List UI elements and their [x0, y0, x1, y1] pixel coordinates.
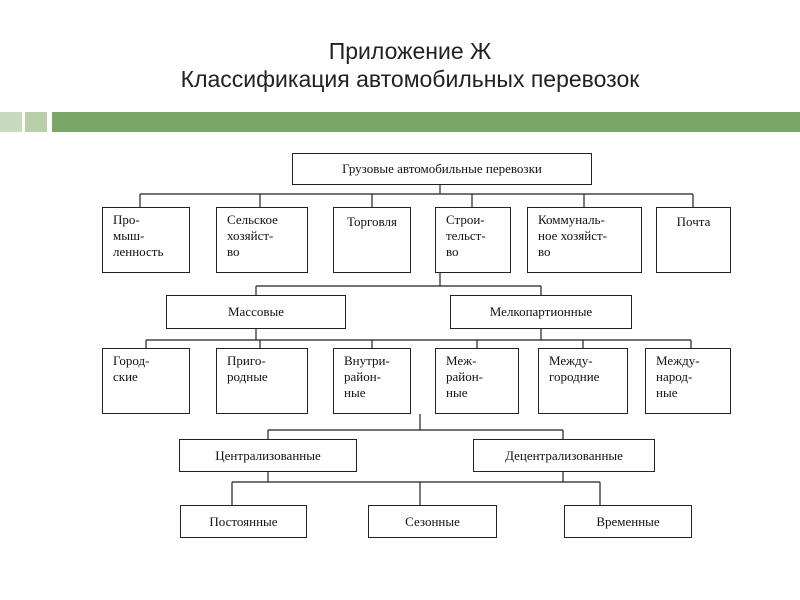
node-mass: Массовые — [166, 295, 346, 329]
node-sector-post: Почта — [656, 207, 731, 273]
node-decentralized: Децентрализованные — [473, 439, 655, 472]
node-route-international: Между- народ- ные — [645, 348, 731, 414]
node-route-urban: Город- ские — [102, 348, 190, 414]
slide-title-line1: Приложение Ж — [328, 38, 492, 64]
decor-bar-light — [0, 112, 22, 132]
node-route-intercity: Между- городние — [538, 348, 628, 414]
node-sector-agriculture: Сельское хозяйст- во — [216, 207, 308, 273]
node-sector-utilities: Коммуналь- ное хозяйст- во — [527, 207, 642, 273]
node-sector-industry: Про- мыш- ленность — [102, 207, 190, 273]
node-root-freight-transport: Грузовые автомобильные перевозки — [292, 153, 592, 185]
node-route-interdistrict: Меж- район- ные — [435, 348, 519, 414]
node-seasonal: Сезонные — [368, 505, 497, 538]
node-small-batch: Мелкопартионные — [450, 295, 632, 329]
node-permanent: Постоянные — [180, 505, 307, 538]
slide-title-line2: Классификация автомобильных перевозок — [180, 66, 640, 92]
decor-bar-green — [52, 112, 800, 132]
node-centralized: Централизованные — [179, 439, 357, 472]
node-route-intradistrict: Внутри- район- ные — [333, 348, 411, 414]
decor-bar-mid — [25, 112, 47, 132]
node-sector-construction: Строи- тельст- во — [435, 207, 511, 273]
node-sector-trade: Торговля — [333, 207, 411, 273]
node-route-suburban: Приго- родные — [216, 348, 308, 414]
node-temporary: Временные — [564, 505, 692, 538]
